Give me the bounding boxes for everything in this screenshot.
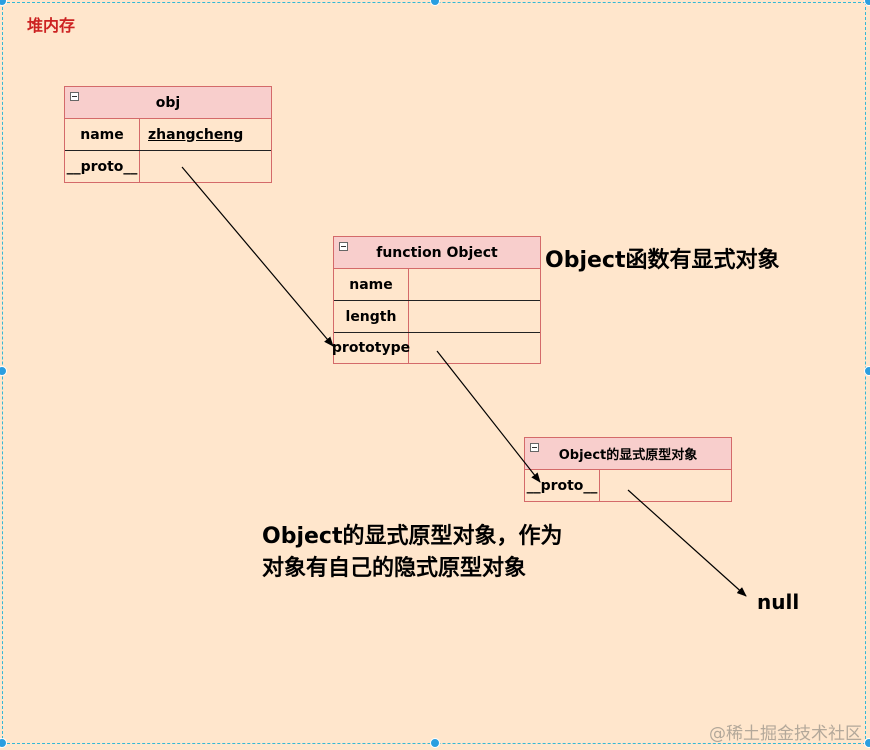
collapse-icon[interactable] — [339, 242, 348, 251]
table-row[interactable]: __proto__ — [65, 151, 271, 182]
object-prototype-table-title: Object的显式原型对象 — [558, 448, 698, 463]
collapse-icon[interactable] — [70, 92, 79, 101]
function-object-table-header[interactable]: function Object — [334, 237, 540, 269]
table-row[interactable]: name — [334, 269, 540, 301]
resize-handle-top-right[interactable] — [864, 0, 870, 6]
collapse-icon[interactable] — [530, 443, 539, 452]
heap-label: 堆内存 — [27, 16, 76, 35]
obj-table-header[interactable]: obj — [65, 87, 271, 119]
resize-handle-middle-left[interactable] — [0, 366, 7, 376]
arrow-proto-to-null[interactable] — [627, 489, 747, 597]
null-label: null — [757, 590, 800, 614]
row-key: length — [334, 301, 409, 332]
resize-handle-top-left[interactable] — [0, 0, 7, 6]
obj-table-title: obj — [155, 94, 181, 111]
prototype-note-line1: Object的显式原型对象，作为 — [262, 524, 563, 549]
table-row[interactable]: name zhangcheng — [65, 119, 271, 151]
obj-table[interactable]: obj name zhangcheng __proto__ — [64, 86, 272, 183]
table-row[interactable]: __proto__ — [525, 470, 731, 501]
resize-handle-bottom-right[interactable] — [864, 738, 870, 748]
row-key: __proto__ — [525, 470, 600, 501]
function-object-table-title: function Object — [376, 244, 498, 261]
row-key: name — [65, 119, 140, 150]
resize-handle-bottom-left[interactable] — [0, 738, 7, 748]
object-prototype-table-header[interactable]: Object的显式原型对象 — [525, 438, 731, 470]
arrow-obj-proto-to-prototype[interactable] — [181, 166, 334, 347]
table-row[interactable]: prototype — [332, 333, 540, 363]
table-row[interactable]: length — [334, 301, 540, 333]
prototype-note-line2: 对象有自己的隐式原型对象 — [262, 556, 527, 581]
resize-handle-middle-right[interactable] — [864, 366, 870, 376]
resize-handle-bottom-center[interactable] — [430, 738, 440, 748]
function-object-table[interactable]: function Object name length prototype — [332, 236, 541, 364]
row-value: zhangcheng — [148, 126, 244, 143]
row-key: __proto__ — [65, 151, 140, 182]
resize-handle-top-center[interactable] — [430, 0, 440, 6]
object-prototype-table[interactable]: Object的显式原型对象 __proto__ — [524, 437, 732, 502]
watermark: @稀土掘金技术社区 — [709, 724, 862, 744]
function-note: Object函数有显式对象 — [545, 248, 780, 273]
row-key: name — [334, 269, 409, 300]
arrow-prototype-to-object-prototype[interactable] — [436, 350, 541, 483]
row-key: prototype — [332, 333, 410, 363]
